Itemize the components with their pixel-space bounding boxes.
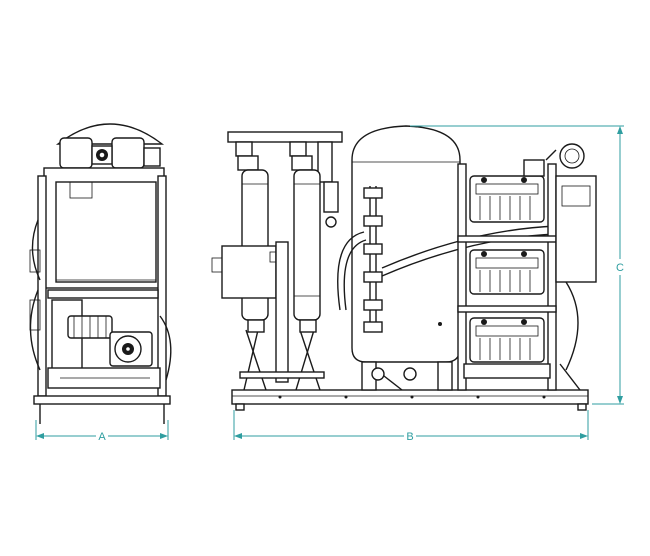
dimension-a-label: A	[98, 431, 106, 443]
dimension-b-label: B	[406, 431, 413, 443]
dimension-c-label: C	[616, 262, 624, 274]
side-view	[29, 123, 172, 424]
front-view	[211, 125, 597, 411]
dimension-a: A	[35, 420, 169, 443]
dimension-c: C	[410, 125, 627, 405]
dimension-b: B	[233, 410, 589, 443]
